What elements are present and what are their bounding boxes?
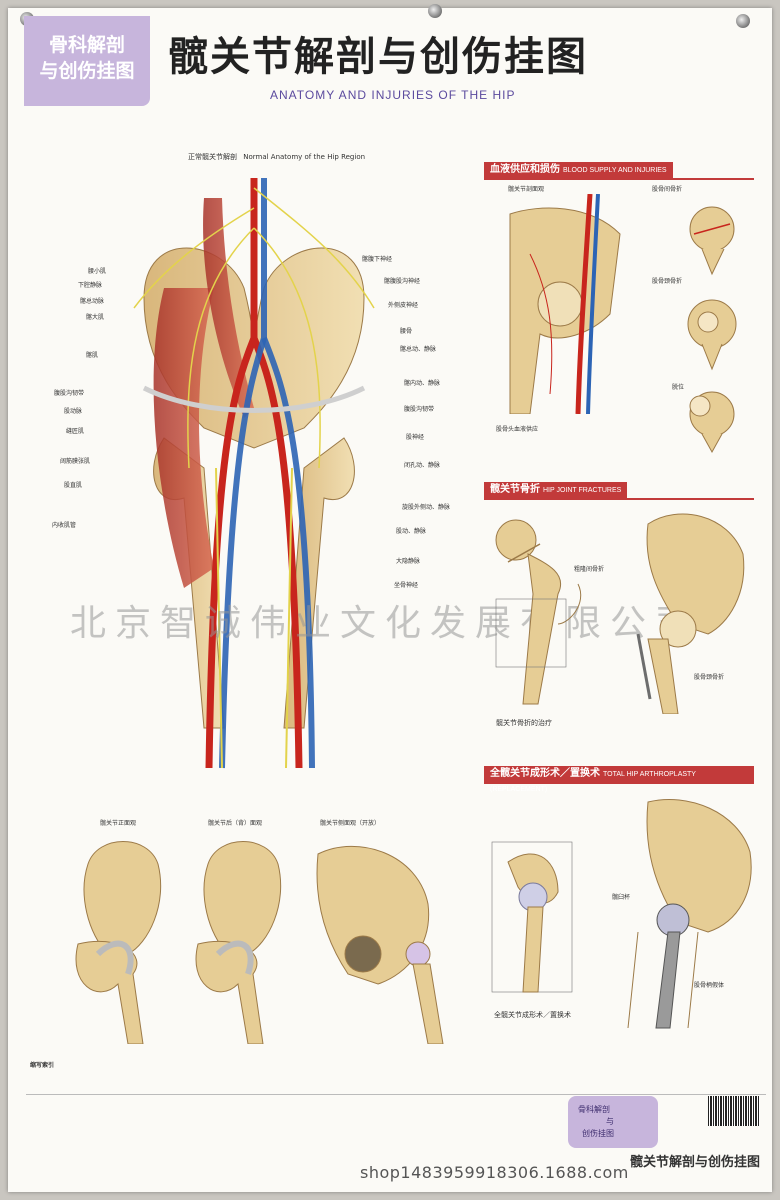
label-lateral-circumflex-vessels: 旋股外侧动、静脉: [402, 504, 451, 511]
caption-neck-fracture: 股骨颈骨折: [652, 278, 683, 285]
fracture-thumbnails: [687, 206, 737, 454]
label-femoral-nerve: 股神经: [406, 434, 425, 441]
caption-intertrochanteric: 股骨间骨折: [652, 186, 683, 193]
main-caption-cn: 正常髋关节解剖: [188, 153, 237, 161]
label-psoas-major: 髂大肌: [86, 314, 105, 321]
label-sartorius: 缝匠肌: [66, 428, 85, 435]
label-rectus-femoris: 股直肌: [64, 482, 83, 489]
label-common-iliac-vessels: 髂总动、静脉: [400, 346, 437, 353]
label-femoral-artery: 股动脉: [64, 408, 83, 415]
label-femoral-vessels: 股动、静脉: [396, 528, 427, 535]
caption-posterior-view: 髋关节后（背）面观: [208, 820, 263, 827]
label-great-saphenous-vein: 大隐静脉: [396, 558, 421, 565]
fracture-illustrations: [495, 513, 745, 714]
caption-femoral-neck-fracture: 股骨颈骨折: [694, 674, 725, 681]
caption-lateral-view: 髋关节侧面观（开放）: [320, 820, 381, 827]
arthroplasty-illustrations: [491, 798, 752, 1029]
caption-dislocation: 脱位: [672, 384, 685, 391]
label-iliacus: 髂肌: [86, 352, 99, 359]
legend-heading: 缩写索引: [30, 1062, 55, 1069]
grommet-top-right: [736, 14, 750, 28]
footer-title: 髋关节解剖与创伤挂图: [630, 1155, 761, 1170]
series-badge-line-2: 与创伤挂图: [39, 60, 135, 82]
barcode: [708, 1096, 760, 1126]
poster-title: 髋关节解剖与创伤挂图: [168, 33, 588, 80]
series-badge-line-1: 骨科解剖: [48, 34, 125, 56]
series-box-line-1: 骨科解剖: [578, 1105, 610, 1114]
label-inguinal-ligament-left: 腹股沟韧带: [54, 390, 85, 397]
section-hip-fractures-en: HIP JOINT FRACTURES: [543, 487, 622, 494]
label-psoas-minor: 腰小肌: [88, 268, 107, 275]
series-box-line-3: 创伤挂图: [582, 1129, 614, 1138]
divider: [26, 1094, 766, 1095]
main-caption: 正常髋关节解剖 Normal Anatomy of the Hip Region: [188, 152, 365, 162]
section-arthroplasty-cn: 全髋关节成形术／置换术: [490, 768, 600, 779]
series-box: 骨科解剖 与 创伤挂图: [568, 1096, 658, 1148]
label-common-iliac-artery: 髂总动脉: [80, 298, 105, 305]
caption-arthroplasty: 全髋关节成形术／置换术: [494, 1011, 571, 1019]
caption-cross-section: 髋关节剖面观: [508, 186, 545, 193]
poster: 骨科解剖 与创伤挂图 髋关节解剖与创伤挂图 ANATOMY AND INJURI…: [8, 4, 772, 1192]
grommet-top-center: [428, 4, 442, 18]
caption-intertrochanteric-fracture: 粗隆间骨折: [574, 566, 605, 573]
section-blood-supply-en: BLOOD SUPPLY AND INJURIES: [563, 167, 667, 174]
caption-fracture-repair: 髋关节骨折的治疗: [496, 719, 552, 727]
label-ivc: 下腔静脉: [78, 282, 103, 289]
caption-femoral-head-supply: 股骨头血液供应: [496, 426, 539, 433]
series-badge: 骨科解剖 与创伤挂图: [24, 16, 150, 106]
footer-watermark: shop1483959918306.1688.com: [360, 1163, 629, 1182]
label-lumbar-bone: 腰骨: [400, 328, 413, 335]
bottom-bone-views: [75, 841, 444, 1044]
label-adductor-canal: 内收肌管: [52, 522, 77, 529]
section-blood-supply-cn: 血液供应和损伤: [490, 164, 560, 175]
caption-femoral-stem: 股骨柄假体: [694, 982, 725, 989]
caption-acetabular-cup: 髋臼杯: [612, 894, 631, 901]
main-caption-en: Normal Anatomy of the Hip Region: [243, 153, 366, 161]
watermark: 北京智诚伟业文化发展有限公司: [70, 603, 701, 644]
poster-subtitle: ANATOMY AND INJURIES OF THE HIP: [270, 88, 516, 102]
label-lateral-cutaneous-nerve: 外侧皮神经: [388, 302, 419, 309]
label-tensor-fasciae-latae: 阔筋膜张肌: [60, 458, 91, 465]
series-box-line-2: 与: [606, 1117, 614, 1126]
label-iliohypogastric-nerve: 髂腹下神经: [362, 256, 393, 263]
section-arthroplasty-en: TOTAL HIP ARTHROPLASTY (REPLACEMENT): [490, 771, 696, 793]
label-inguinal-ligament-right: 腹股沟韧带: [404, 406, 435, 413]
caption-anterior-view: 髋关节正面观: [100, 820, 137, 827]
cross-section-illustration: [509, 194, 621, 414]
hip-anatomy-illustration: [133, 178, 375, 769]
label-ilioinguinal-nerve: 髂腹股沟神经: [384, 278, 421, 285]
section-hip-fractures-cn: 髋关节骨折: [490, 484, 540, 495]
label-obturator-vessels: 闭孔动、静脉: [404, 462, 441, 469]
label-sciatic-nerve: 坐骨神经: [394, 582, 419, 589]
label-internal-iliac-vessels: 髂内动、静脉: [404, 380, 441, 387]
